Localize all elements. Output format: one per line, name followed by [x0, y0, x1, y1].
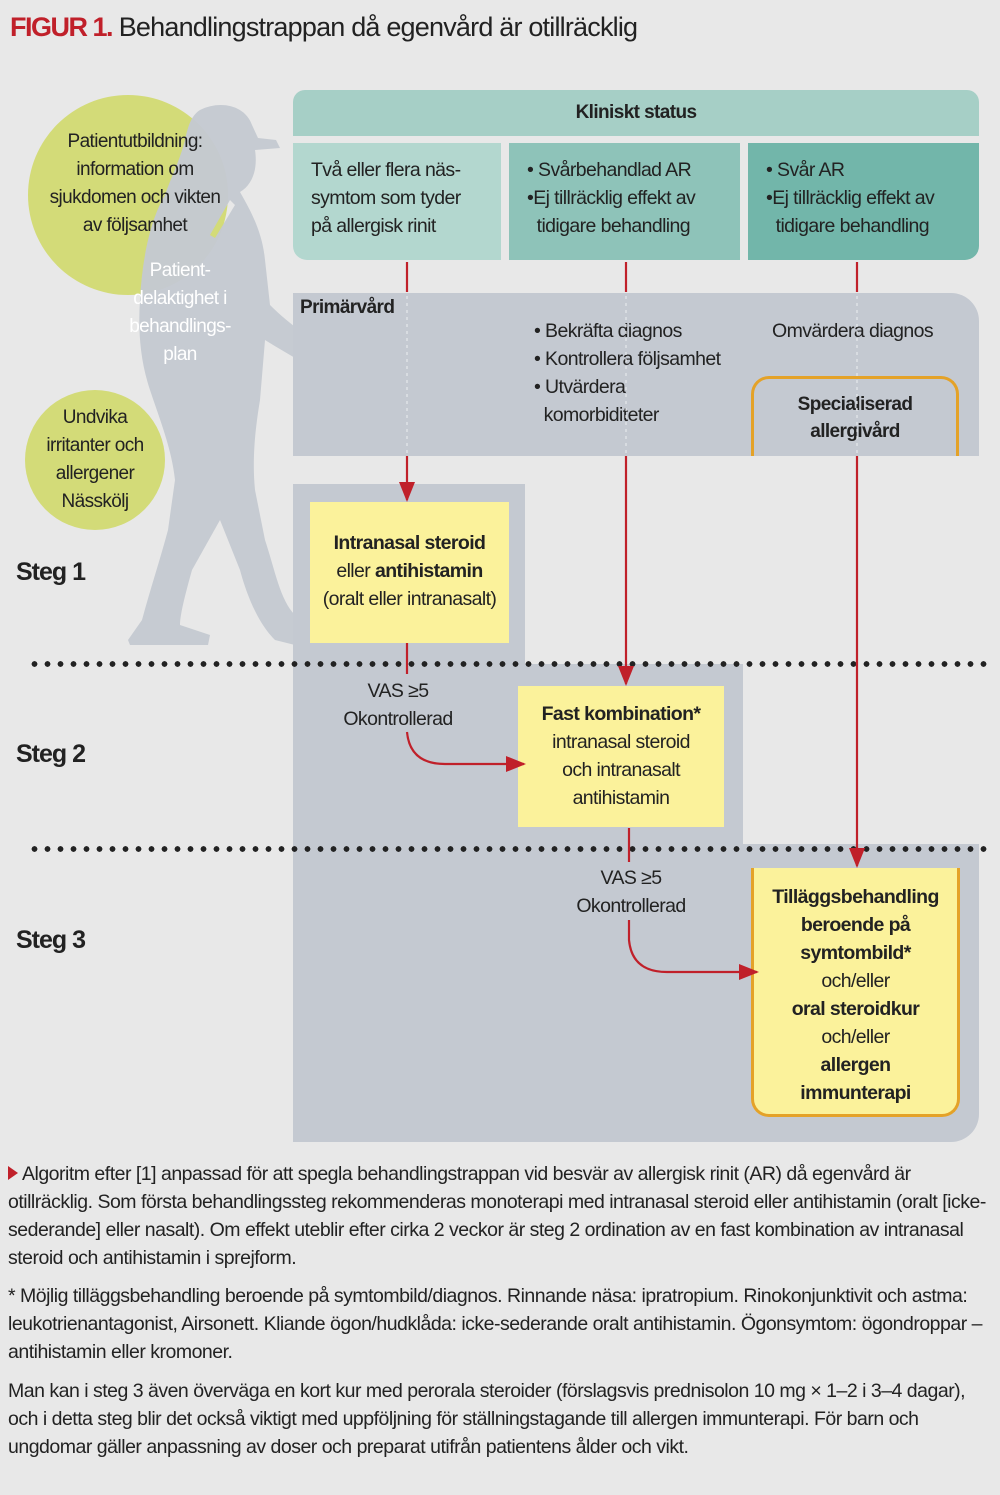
step1-label: Steg 1: [16, 558, 86, 586]
treatment-bold: symtombild*: [800, 942, 911, 964]
primary-care-checklist: • Bekräfta diagnos • Kontrollera följsam…: [534, 317, 721, 429]
circle1-line: Patientutbildning:: [67, 131, 204, 152]
transition-line: VAS ≥5: [367, 680, 430, 702]
checklist-item: komorbiditeter: [534, 404, 660, 426]
caption-paragraph-2: * Möjlig tilläggsbehandling beroende på …: [8, 1285, 982, 1363]
specialist-line: allergivård: [810, 421, 900, 442]
step2-transition-label: VAS ≥5 Okontrollerad: [323, 677, 473, 733]
caption-paragraph-3: Man kan i steg 3 även överväga en kort k…: [8, 1380, 966, 1458]
treatment-plain: eller: [336, 560, 375, 582]
status-line: på allergisk rinit: [311, 215, 436, 237]
specialist-line: Specialiserad: [797, 394, 913, 415]
avoid-irritants-circle: [25, 390, 165, 530]
checklist-item: • Kontrollera följsamhet: [534, 348, 721, 370]
circle2-line: allergener: [55, 463, 135, 484]
figure-label: FIGUR 1.: [10, 12, 114, 42]
involvement-line: plan: [163, 344, 197, 365]
status-column-mild: Två eller flera näs- symtom som tyder på…: [293, 143, 501, 260]
treatment-line: och intranasalt: [562, 759, 680, 781]
caption-marker-icon: [8, 1166, 18, 1180]
step-divider: [28, 661, 990, 667]
circle2-line: irritanter och: [46, 435, 144, 456]
involvement-line: behandlings-: [129, 316, 231, 337]
status-line: Två eller flera näs-: [311, 159, 461, 181]
figure-title: FIGUR 1. Behandlingstrappan då egenvård …: [10, 12, 638, 43]
treatment-line: intranasal steroid: [552, 731, 690, 753]
status-column-severe: • Svår AR •Ej tillräcklig effekt av tidi…: [748, 143, 979, 260]
patient-involvement-text: Patient- delaktighet i behandlings- plan: [105, 257, 255, 369]
involvement-line: Patient-: [149, 260, 211, 281]
involvement-line: delaktighet i: [133, 288, 227, 309]
treatment-line: antihistamin: [572, 787, 670, 809]
step3-label: Steg 3: [16, 926, 86, 954]
circle1-line: av följsamhet: [82, 215, 188, 236]
transition-line: VAS ≥5: [600, 867, 663, 889]
transition-line: Okontrollerad: [576, 895, 686, 917]
circle2-line: Nässkölj: [61, 491, 130, 512]
status-line: •Ej tillräcklig effekt av: [527, 187, 696, 209]
treatment-bold: Intranasal steroid: [333, 532, 486, 554]
transition-line: Okontrollerad: [343, 708, 453, 730]
step3-treatment-box: Tilläggsbehandling beroende på symtombil…: [751, 868, 960, 1117]
reassess-diagnosis-text: Omvärdera diagnos: [772, 320, 934, 342]
status-line: tidigare behandling: [766, 215, 930, 237]
status-line: •Ej tillräcklig effekt av: [766, 187, 935, 209]
status-column-difficult: • Svårbehandlad AR •Ej tillräcklig effek…: [509, 143, 740, 260]
treatment-bold: allergen: [820, 1054, 892, 1076]
step3-transition-label: VAS ≥5 Okontrollerad: [556, 864, 706, 920]
treatment-bold: oral steroidkur: [791, 998, 920, 1020]
circle1-line: sjukdomen och vikten: [49, 187, 221, 208]
caption-text: Algoritm efter [1] anpassad för att speg…: [8, 1163, 986, 1269]
step-divider: [28, 846, 990, 852]
treatment-bold: Tilläggsbehandling: [772, 886, 939, 908]
circle2-line: Undvika: [62, 407, 128, 428]
treatment-bold: antihistamin: [375, 560, 483, 582]
status-line: tidigare behandling: [527, 215, 691, 237]
walking-person-silhouette-icon: [128, 105, 318, 645]
treatment-bold: immunterapi: [800, 1082, 911, 1104]
step2-label: Steg 2: [16, 740, 86, 768]
treatment-or: och/eller: [821, 1026, 890, 1048]
caption-paragraph-1: Algoritm efter [1] anpassad för att speg…: [8, 1160, 993, 1272]
primary-care-label: Primärvård: [300, 297, 395, 318]
avoid-irritants-text: Undvika irritanter och allergener Nässkö…: [20, 404, 170, 516]
treatment-note: (oralt eller intranasalt): [322, 588, 497, 610]
status-line: symtom som tyder: [311, 187, 461, 209]
circle1-line: information om: [76, 159, 194, 180]
treatment-or: och/eller: [821, 970, 890, 992]
figure-title-text: Behandlingstrappan då egenvård är otillr…: [118, 12, 638, 42]
treatment-bold: Fast kombination*: [541, 703, 701, 725]
checklist-item: • Utvärdera: [534, 376, 626, 398]
specialist-care-box: Specialiserad allergivård: [751, 376, 959, 456]
step2-treatment-box: Fast kombination* intranasal steroid och…: [518, 686, 724, 827]
step1-treatment-box: Intranasal steroid eller antihistamin (o…: [310, 502, 509, 643]
clinical-status-header: Kliniskt status: [293, 90, 979, 136]
checklist-item: • Bekräfta diagnos: [534, 320, 682, 342]
status-line: • Svår AR: [766, 159, 845, 181]
treatment-bold: beroende på: [800, 914, 911, 936]
patient-education-text: Patientutbildning: information om sjukdo…: [30, 128, 240, 240]
status-line: • Svårbehandlad AR: [527, 159, 692, 181]
